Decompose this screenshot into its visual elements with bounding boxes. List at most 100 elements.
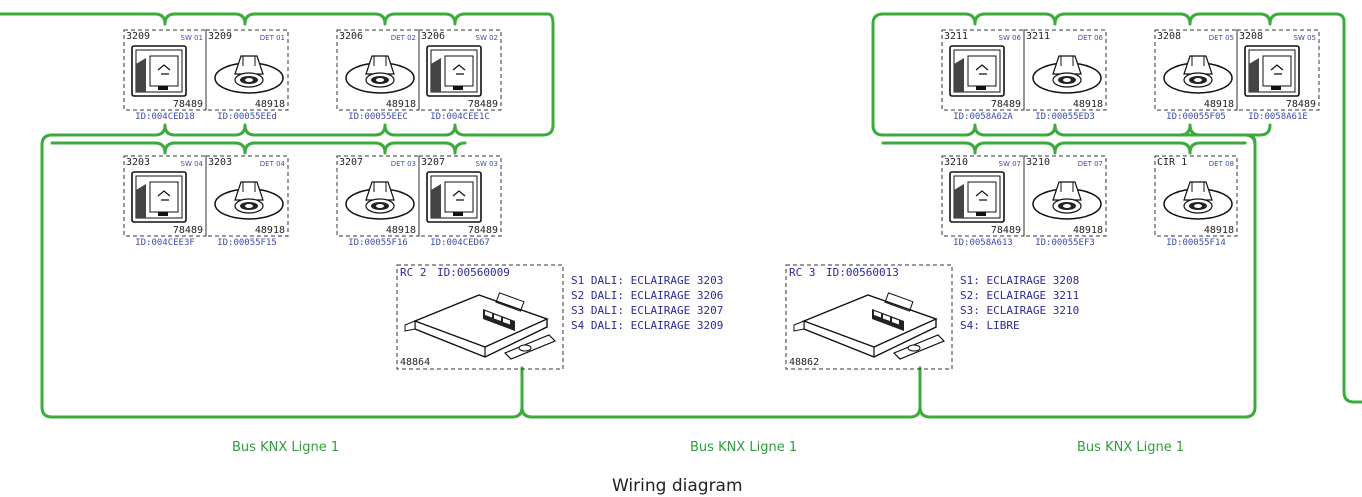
device-ref: 78489: [173, 99, 203, 110]
knx-bus-wires: [0, 12, 1362, 419]
device-room: 3210: [1026, 157, 1050, 168]
device-ref: 48918: [255, 99, 285, 110]
device-room: 3211: [1026, 31, 1050, 42]
device-ref: 48918: [386, 225, 416, 236]
device-frame: [1154, 155, 1238, 237]
device-id: ID:00055EEd: [217, 112, 277, 122]
device-id: ID:00055ED3: [1035, 112, 1095, 122]
detector-icon: [1163, 55, 1233, 94]
device-room: 3203: [126, 157, 150, 168]
device-ref: 78489: [991, 225, 1021, 236]
bus-label-center: Bus KNX Ligne 1: [690, 440, 797, 455]
controller-id: ID:00560009: [437, 266, 510, 279]
controller-module-icon: [404, 292, 557, 360]
controller-ref: 48864: [400, 357, 430, 368]
controller-name: RC 3: [789, 266, 816, 279]
device-room: CIR 1: [1157, 157, 1187, 168]
device-id: ID:004CEE3F: [135, 238, 195, 248]
controller-ref: 48862: [789, 357, 819, 368]
detector-icon: [1163, 181, 1233, 220]
bus-label-right: Bus KNX Ligne 1: [1077, 440, 1184, 455]
device-frame: [418, 155, 502, 237]
device-id: ID:0058A61E: [1248, 112, 1308, 122]
detector-icon: [345, 181, 415, 220]
device-id: ID:00055F14: [1166, 238, 1226, 248]
device-room: 3208: [1239, 31, 1263, 42]
bus-wire-segment: [881, 141, 1247, 155]
bus-wire-segment: [0, 12, 555, 137]
device-id: ID:00055F05: [1166, 112, 1226, 122]
device-room: 3207: [339, 157, 363, 168]
device-room: 3210: [944, 157, 968, 168]
device-id: ID:004CEE1C: [430, 112, 490, 122]
controller-output-label: S3 DALI: ECLAIRAGE 3207: [571, 304, 723, 317]
controller-frame: [396, 264, 564, 370]
device-frame: [418, 29, 502, 111]
controller-output-label: S2: ECLAIRAGE 3211: [960, 289, 1079, 302]
detector-icon: [214, 181, 284, 220]
controller-output-label: S4: LIBRE: [960, 319, 1020, 332]
device-tag: SW 03: [476, 160, 499, 168]
device-frame: [205, 155, 289, 237]
device-tag: DET 02: [391, 34, 416, 42]
device-room: 3207: [421, 157, 445, 168]
device-room: 3209: [126, 31, 150, 42]
switch-icon: [949, 45, 1005, 97]
device-ref: 78489: [1286, 99, 1316, 110]
switch-icon: [131, 171, 187, 223]
detector-icon: [214, 55, 284, 94]
device-room: 3206: [339, 31, 363, 42]
device-room: 3211: [944, 31, 968, 42]
controller-name: RC 2: [400, 266, 427, 279]
device-frame: [205, 29, 289, 111]
device-tag: DET 03: [391, 160, 416, 168]
switch-icon: [131, 45, 187, 97]
device-tag: SW 01: [181, 34, 204, 42]
device-frame: [1023, 155, 1107, 237]
device-tag: DET 07: [1078, 160, 1103, 168]
device-id: ID:0058A62A: [953, 112, 1013, 122]
device-tag: SW 07: [999, 160, 1022, 168]
device-tag: DET 05: [1209, 34, 1234, 42]
bus-wire-segment: [50, 141, 467, 155]
device-ref: 48918: [1204, 99, 1234, 110]
device-id: ID:00055F16: [348, 238, 408, 248]
device-ref: 48918: [1204, 225, 1234, 236]
bus-wire-segment: [881, 123, 1272, 137]
device-id: ID:00055EF3: [1035, 238, 1095, 248]
device-ref: 78489: [173, 225, 203, 236]
device-room: 3208: [1157, 31, 1181, 42]
controller-id: ID:00560013: [826, 266, 899, 279]
switch-icon: [426, 45, 482, 97]
device-tag: SW 04: [181, 160, 204, 168]
diagram-caption: Wiring diagram: [612, 476, 743, 496]
controller-output-label: S3: ECLAIRAGE 3210: [960, 304, 1079, 317]
bus-label-left: Bus KNX Ligne 1: [232, 440, 339, 455]
switch-icon: [1244, 45, 1300, 97]
device-tag: DET 01: [260, 34, 285, 42]
device-frame: [1023, 29, 1107, 111]
device-ref: 48918: [386, 99, 416, 110]
device-tag: SW 05: [1294, 34, 1317, 42]
device-tag: SW 06: [999, 34, 1022, 42]
device-ref: 48918: [1073, 99, 1103, 110]
switch-icon: [949, 171, 1005, 223]
device-tag: DET 04: [260, 160, 286, 168]
switch-icon: [426, 171, 482, 223]
controller-output-label: S2 DALI: ECLAIRAGE 3206: [571, 289, 723, 302]
